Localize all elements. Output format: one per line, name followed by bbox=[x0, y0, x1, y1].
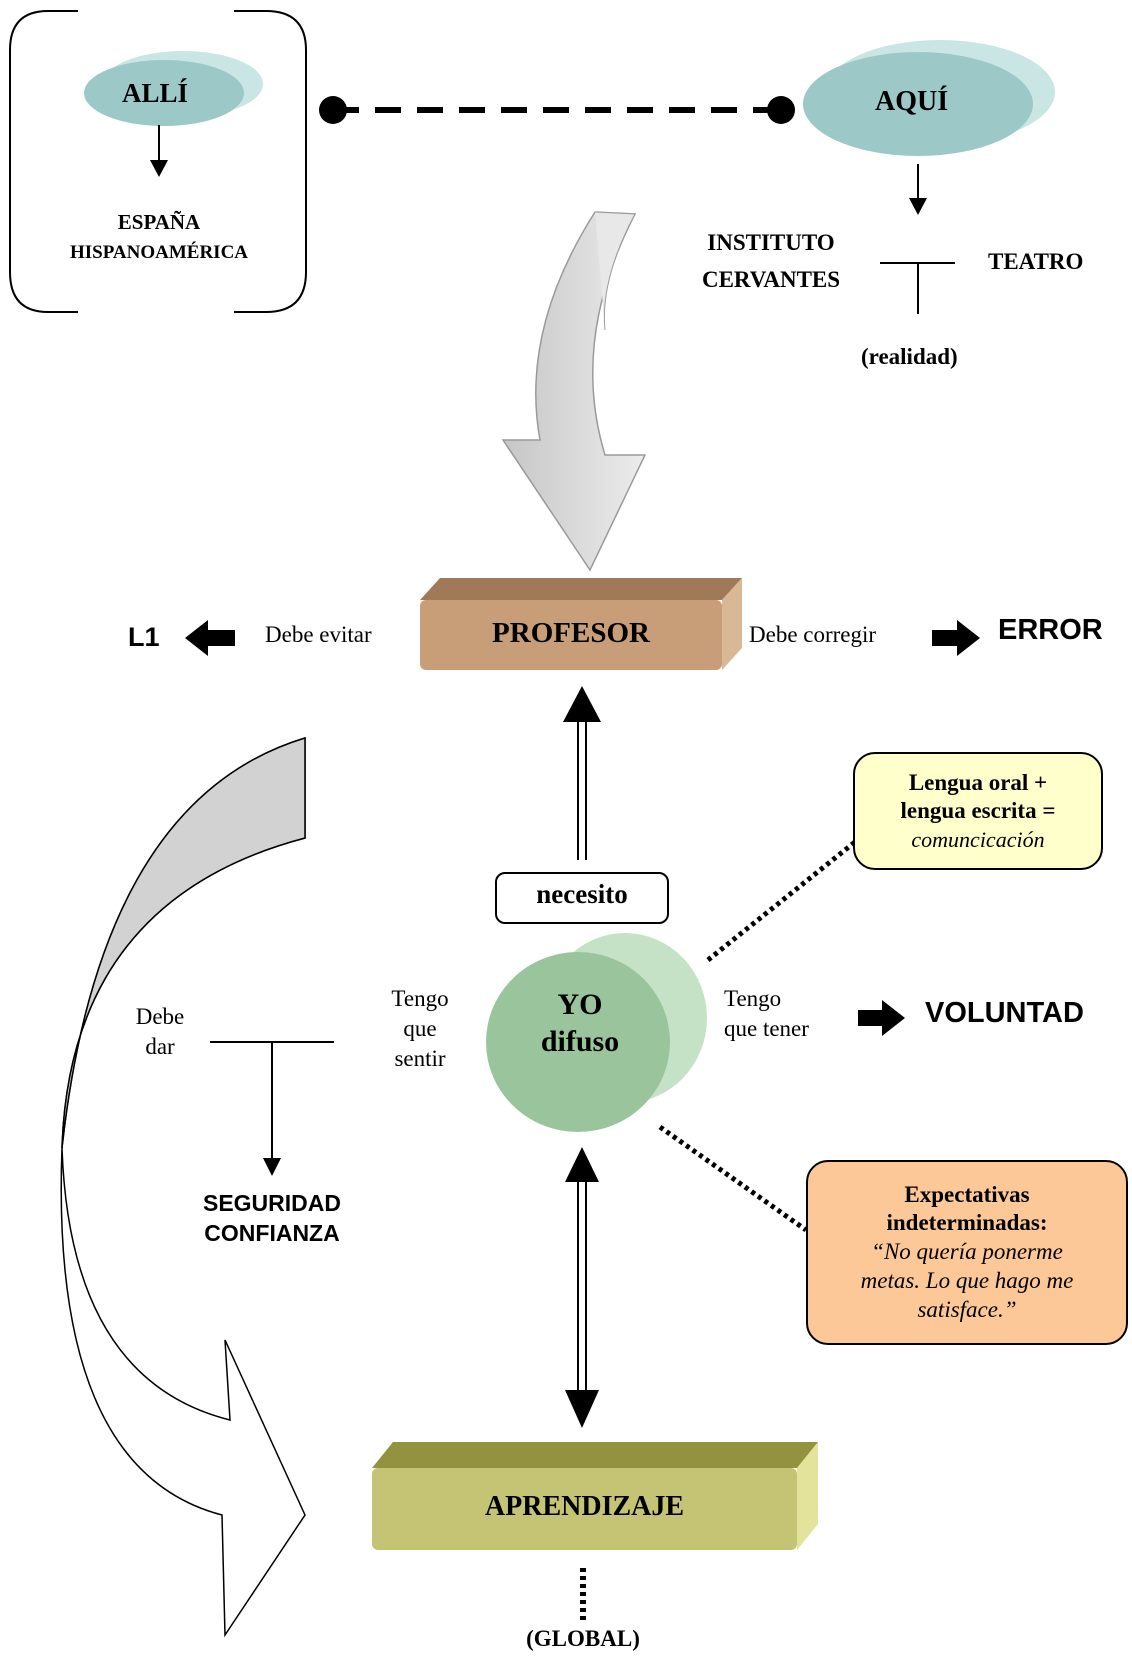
leader-to-lengua-note bbox=[706, 836, 862, 962]
alli-bracket bbox=[9, 10, 307, 313]
curved-arrow-to-profesor bbox=[501, 211, 647, 572]
error-label: ERROR bbox=[998, 614, 1103, 646]
yo-cylinder bbox=[486, 933, 707, 1132]
necesito-box bbox=[495, 872, 669, 924]
alli-espana: ESPAÑA bbox=[117, 210, 201, 234]
left-arrow-to-l1 bbox=[185, 620, 235, 656]
debe-dar-junction bbox=[210, 1041, 334, 1176]
global-label: (GLOBAL) bbox=[526, 1626, 640, 1651]
alli-ellipse bbox=[84, 51, 263, 126]
tengo-tener-1: Tengo bbox=[724, 986, 782, 1011]
l1-label: L1 bbox=[128, 622, 160, 652]
tengo-sentir-1: Tengo bbox=[391, 986, 449, 1011]
aprendizaje-label: APRENDIZAJE bbox=[484, 1491, 685, 1522]
necesito-label: necesito bbox=[536, 879, 628, 909]
profesor-box bbox=[420, 578, 742, 670]
expectativas-line4: metas. Lo que hago me bbox=[860, 1267, 1074, 1293]
seguridad-label: SEGURIDAD bbox=[202, 1190, 341, 1216]
left-curved-arrow bbox=[60, 736, 306, 1638]
lengua-note: Lengua oral + lengua escrita = comuncica… bbox=[853, 752, 1103, 870]
aqui-ellipse bbox=[803, 40, 1055, 156]
yo-label: YO bbox=[557, 988, 603, 1021]
voluntad-label: VOLUNTAD bbox=[925, 997, 1084, 1029]
debe-evitar-text: Debe evitar bbox=[265, 622, 372, 647]
instituto-teatro-junction bbox=[880, 262, 955, 314]
lengua-note-line3: comuncicación bbox=[911, 827, 1045, 852]
right-arrow-to-voluntad bbox=[858, 1000, 905, 1036]
difuso-label: difuso bbox=[540, 1025, 620, 1058]
expectativas-line3: “No quería ponerme bbox=[871, 1239, 1063, 1265]
instituto-line2: CERVANTES bbox=[701, 267, 841, 292]
alli-hispanoamerica: HISPANOAMÉRICA bbox=[69, 242, 249, 263]
expectativas-line5: satisface.” bbox=[917, 1296, 1017, 1322]
leader-to-expectativas-note bbox=[658, 1124, 808, 1233]
instituto-line1: INSTITUTO bbox=[707, 230, 835, 255]
right-arrow-to-error bbox=[932, 620, 980, 656]
debe-dar-1: Debe bbox=[135, 1004, 185, 1029]
realidad-label: (realidad) bbox=[861, 344, 958, 369]
teatro-label: TEATRO bbox=[988, 249, 1084, 274]
tengo-tener-2: que tener bbox=[724, 1016, 809, 1041]
yo-aprendizaje-double-arrow bbox=[565, 1147, 599, 1428]
alli-title: ALLÍ bbox=[122, 78, 189, 108]
lengua-note-line1: Lengua oral + bbox=[908, 769, 1048, 795]
tengo-sentir-3: sentir bbox=[394, 1046, 446, 1071]
debe-corregir-text: Debe corregir bbox=[749, 622, 877, 647]
debe-dar-2: dar bbox=[145, 1034, 175, 1059]
aqui-down-arrow bbox=[909, 164, 927, 215]
profesor-label: PROFESOR bbox=[492, 617, 650, 649]
alli-down-arrow bbox=[150, 125, 168, 177]
expectativas-line1: Expectativas bbox=[904, 1181, 1030, 1207]
expectativas-line2: indeterminadas: bbox=[886, 1210, 1048, 1236]
expectativas-note: Expectativas indeterminadas: “No quería … bbox=[806, 1160, 1128, 1345]
confianza-label: CONFIANZA bbox=[204, 1220, 340, 1246]
aprendizaje-box bbox=[372, 1442, 818, 1550]
lengua-note-line2: lengua escrita = bbox=[900, 798, 1056, 824]
yo-to-profesor-arrow bbox=[563, 686, 601, 860]
alli-aqui-connector bbox=[319, 96, 795, 124]
aqui-title: AQUÍ bbox=[875, 86, 949, 117]
tengo-sentir-2: que bbox=[403, 1016, 437, 1041]
